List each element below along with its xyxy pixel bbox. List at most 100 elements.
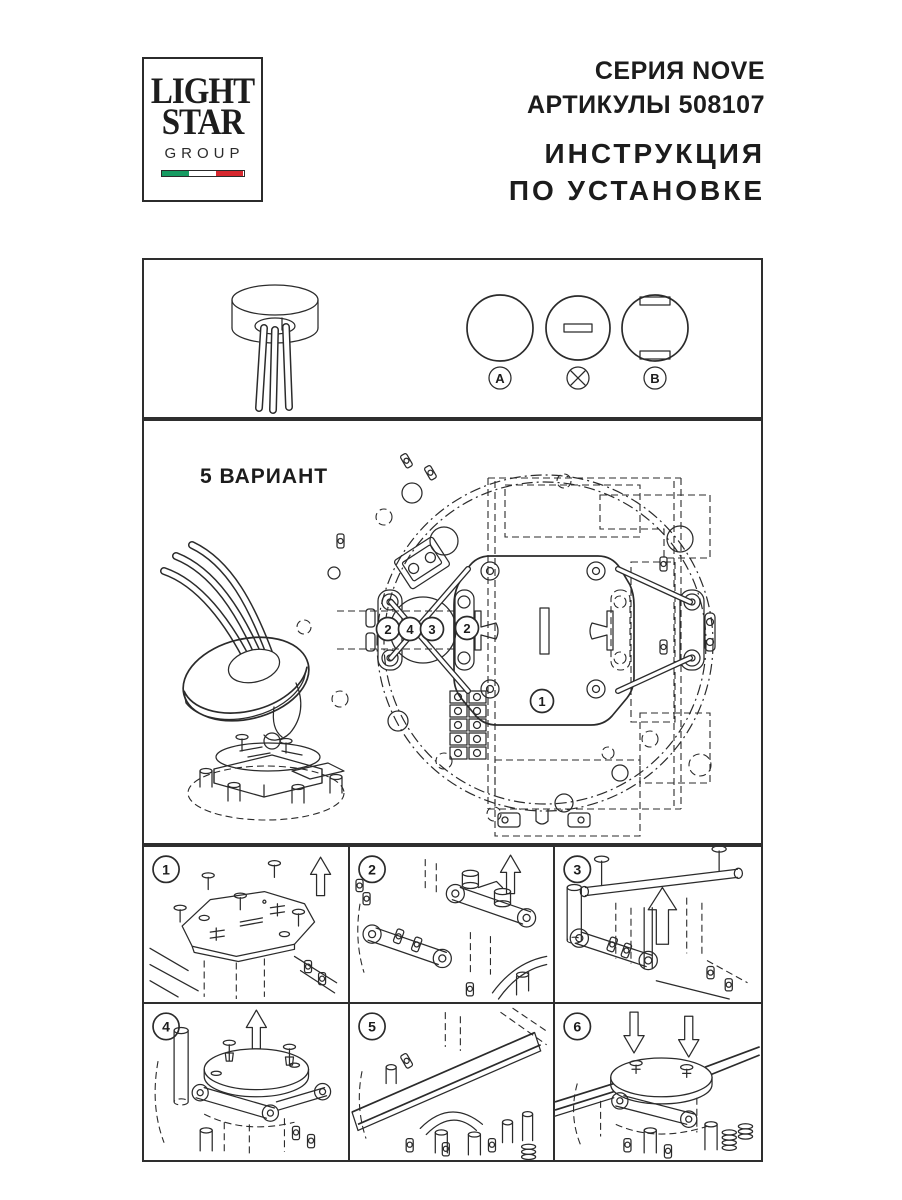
step-4-cell: 4 <box>144 1004 350 1160</box>
svg-text:2: 2 <box>463 621 470 636</box>
flag-white <box>188 171 217 176</box>
terminal-block <box>450 691 486 759</box>
base-structure <box>359 1008 548 1159</box>
x-mark-icon <box>567 367 589 389</box>
instruction-title-line1: ИНСТРУКЦИЯ <box>544 138 765 169</box>
upper-bracket <box>446 870 535 927</box>
svg-text:1: 1 <box>162 861 170 877</box>
step-4-badge: 4 <box>153 1013 179 1040</box>
svg-text:6: 6 <box>574 1019 582 1035</box>
arrow-up-icon <box>649 888 677 945</box>
svg-text:5: 5 <box>368 1019 376 1035</box>
step-6-badge: 6 <box>564 1013 590 1040</box>
callout-2-left: 2 <box>377 618 400 641</box>
logo-star: STAR <box>161 102 245 144</box>
round-plate <box>204 1049 308 1097</box>
canopy-cable-illustration <box>164 545 344 820</box>
svg-text:1: 1 <box>538 694 545 709</box>
step-5-badge: 5 <box>359 1013 385 1040</box>
arrow-down-icon <box>679 1016 699 1057</box>
lightstar-logo: LIGHT STAR GROUP <box>142 57 263 202</box>
svg-text:3: 3 <box>428 622 435 637</box>
removed-plate <box>182 892 314 962</box>
base-structure <box>150 948 337 999</box>
small-bolts <box>337 453 667 654</box>
svg-text:3: 3 <box>574 862 582 878</box>
mount-type-x-circle <box>546 296 610 360</box>
mount-type-b-circle <box>622 295 688 361</box>
callout-2-right: 2 <box>456 617 479 640</box>
step-6-cell: 6 <box>555 1004 761 1160</box>
document-title: СЕРИЯ NOVE АРТИКУЛЫ 508107 ИНСТРУКЦИЯ ПО… <box>509 54 765 209</box>
italian-flag-icon <box>160 170 245 177</box>
flat-bar <box>555 1047 760 1116</box>
step-3-drawing: 3 <box>555 847 761 1002</box>
tension-rods <box>391 569 690 691</box>
svg-text:2: 2 <box>384 622 391 637</box>
arrow-up-icon <box>246 1010 266 1049</box>
articles-title: АРТИКУЛЫ 508107 <box>526 91 765 119</box>
variant-label: 5 ВАРИАНТ <box>200 465 329 488</box>
label-a-text: A <box>495 371 505 386</box>
callout-3: 3 <box>421 618 444 641</box>
arrow-up-icon <box>311 857 331 895</box>
step-2-badge: 2 <box>359 856 385 882</box>
connector-posts <box>200 769 342 804</box>
mounting-plate-diagram: 2 4 3 2 1 <box>144 421 761 843</box>
plate-screws <box>174 861 304 926</box>
logo-light: LIGHT <box>150 71 255 113</box>
svg-text:2: 2 <box>368 861 376 877</box>
label-b-text: B <box>650 371 659 386</box>
round-plate <box>611 1058 712 1104</box>
label-a-badge: A <box>489 367 511 389</box>
flag-green <box>161 171 189 176</box>
step-5-cell: 5 <box>350 1004 556 1160</box>
base-structure <box>356 859 547 999</box>
ring-holes <box>297 474 628 821</box>
step-6-drawing: 6 <box>555 1004 761 1160</box>
logo-group: GROUP <box>164 145 245 162</box>
cross-bar <box>581 847 743 897</box>
plate-center-slot <box>540 608 549 654</box>
step-3-badge: 3 <box>564 856 590 882</box>
svg-text:4: 4 <box>406 622 414 637</box>
dashed-band <box>488 478 681 836</box>
step-2-cell: 2 <box>349 847 556 1004</box>
flat-bar <box>352 1033 541 1131</box>
bottom-clips <box>498 809 590 827</box>
callout-4: 4 <box>399 618 422 641</box>
right-dashed-regions <box>600 495 711 783</box>
ceiling-cup-drawing <box>232 285 318 410</box>
step-1-drawing: 1 <box>144 847 348 1002</box>
step-5-drawing: 5 <box>350 1004 554 1160</box>
panel-variant-5: 5 ВАРИАНТ <box>142 419 763 845</box>
step-1-badge: 1 <box>153 856 179 882</box>
right-inner-bracket <box>611 590 630 670</box>
plate-screws <box>223 1040 295 1065</box>
installation-steps-grid: 1 <box>142 845 763 1162</box>
series-title: СЕРИЯ NOVE <box>594 57 765 85</box>
step-2-drawing: 2 <box>350 847 554 1002</box>
label-b-badge: B <box>644 367 666 389</box>
canopy-and-legend-drawing: A B <box>144 260 761 417</box>
step-4-drawing: 4 <box>144 1004 348 1160</box>
central-mounting-plate <box>454 556 634 725</box>
flag-red <box>216 171 244 176</box>
panel-canopy-legend: A B <box>142 258 763 419</box>
base-structure <box>574 1084 753 1158</box>
plate-corner-screws <box>481 562 605 698</box>
callout-1: 1 <box>531 690 554 713</box>
junction-box-bracket <box>393 536 450 590</box>
connector-screws <box>236 735 292 754</box>
plate-h-slot-left <box>475 611 498 650</box>
arrow-up-icon <box>500 855 520 893</box>
instruction-title-line2: ПО УСТАНОВКЕ <box>508 175 765 206</box>
guide-lines <box>337 611 455 649</box>
arrow-down-icon <box>624 1012 644 1053</box>
svg-text:4: 4 <box>162 1019 170 1035</box>
base-structure <box>567 884 747 998</box>
plate-h-slot-right <box>590 611 613 650</box>
mount-type-a-circle <box>467 295 533 361</box>
lower-bracket <box>363 925 451 968</box>
